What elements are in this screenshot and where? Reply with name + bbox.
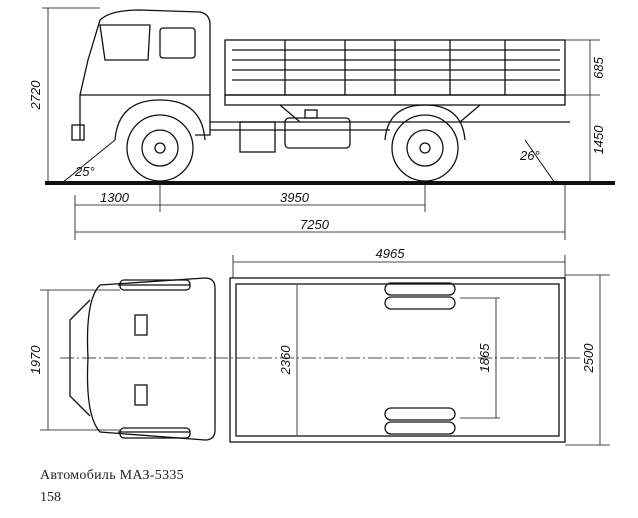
ground-line <box>45 181 615 185</box>
dim-width-total: 2500 <box>581 343 596 374</box>
cab-top <box>69 277 216 441</box>
dim-floor-height: 1450 <box>591 125 606 155</box>
top-view <box>40 255 610 446</box>
dim-front-overhang: 1300 <box>100 190 130 205</box>
side-view <box>42 7 615 240</box>
dim-bed-length: 4965 <box>376 246 406 261</box>
dim-rear-track: 1865 <box>477 343 492 373</box>
cargo-bed <box>224 39 566 123</box>
rear-wheel <box>384 104 466 182</box>
dim-departure-angle: 26° <box>519 148 540 163</box>
dim-height-total: 2720 <box>28 80 43 111</box>
dim-bed-side-height: 685 <box>591 56 606 78</box>
dim-bed-inner-width: 2360 <box>278 345 293 376</box>
figure-caption: Автомобиль МАЗ-5335 <box>40 468 184 483</box>
page-number: 158 <box>40 490 61 505</box>
cab <box>79 9 211 140</box>
dim-length-total: 7250 <box>300 217 330 232</box>
dim-front-track: 1970 <box>28 345 43 375</box>
front-wheel <box>114 99 206 182</box>
dim-approach-angle: 25° <box>74 164 95 179</box>
bed-top <box>229 277 566 443</box>
dim-wheelbase: 3950 <box>280 190 310 205</box>
